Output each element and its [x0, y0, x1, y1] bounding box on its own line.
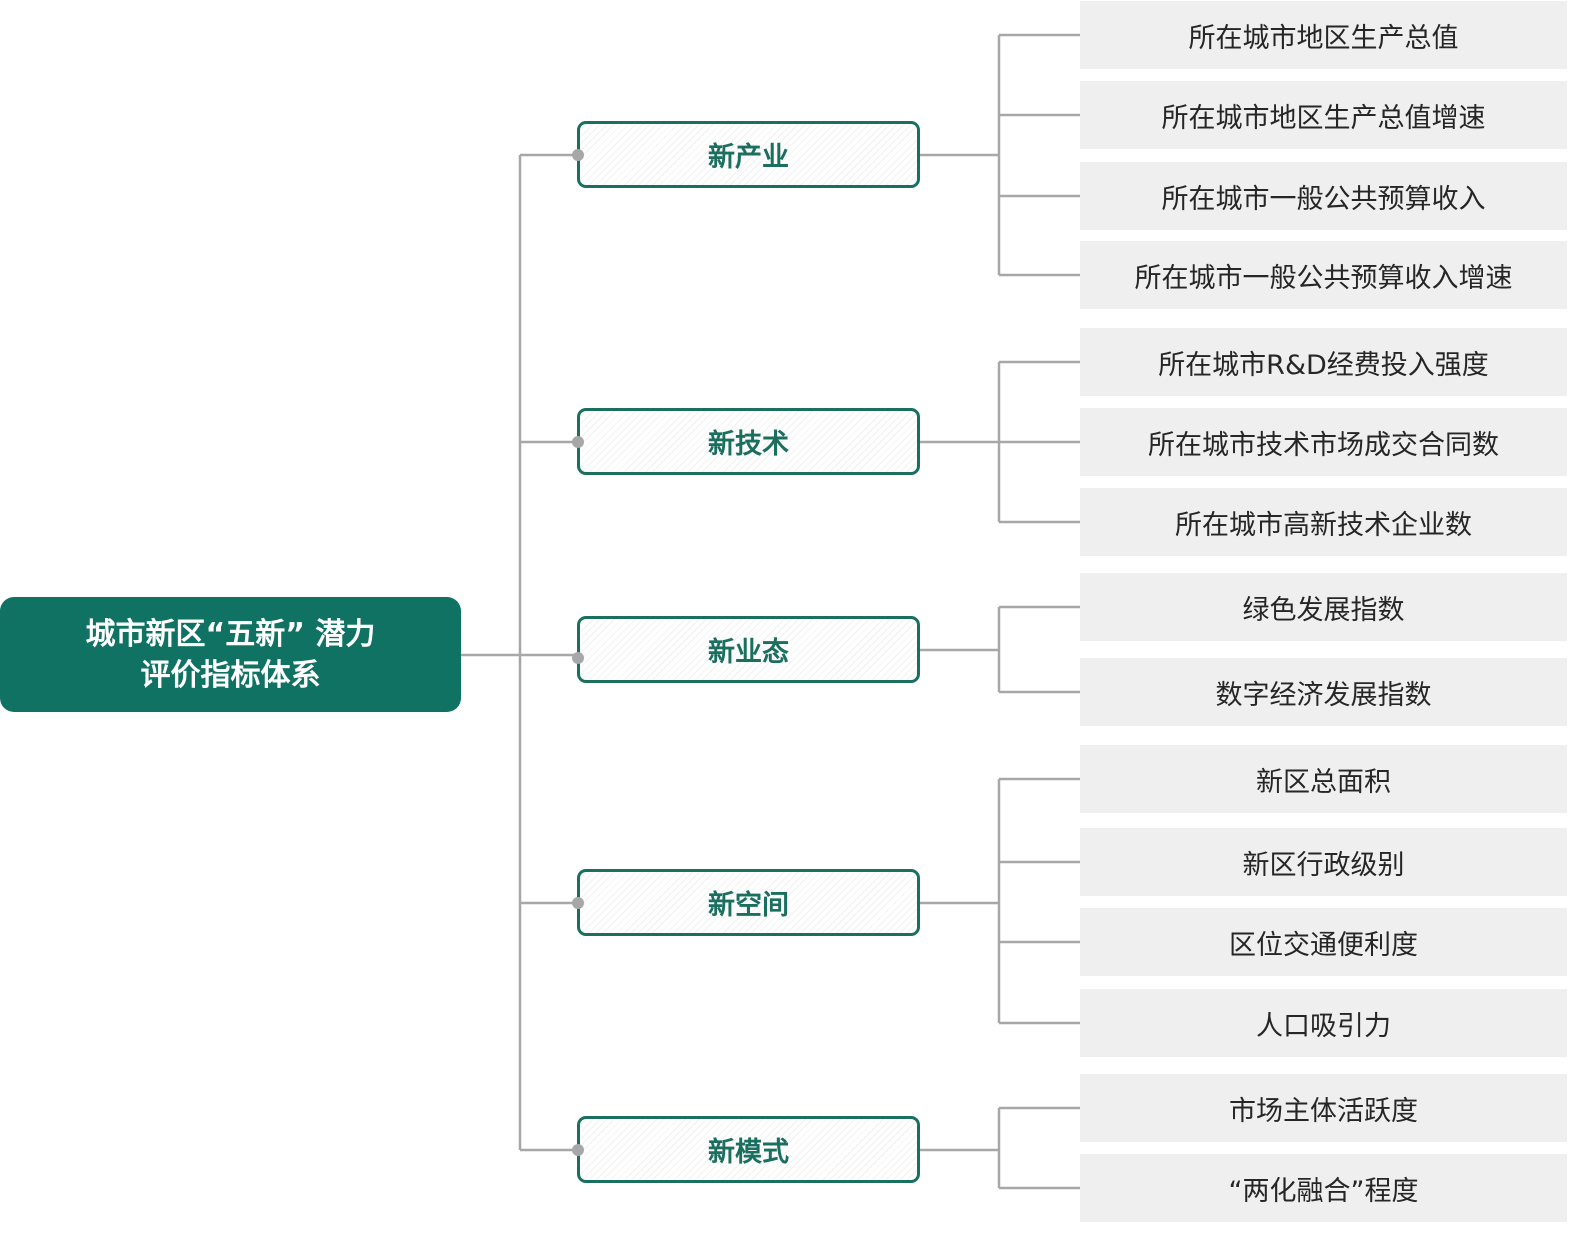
category-label: 新空间: [708, 890, 789, 921]
category-label: 新技术: [708, 429, 789, 460]
category-node-new-technology: 新技术: [572, 408, 920, 475]
indicator-box: 数字经济发展指数: [1080, 658, 1567, 726]
indicator-box: 所在城市高新技术企业数: [1080, 488, 1567, 556]
indicator-box: 新区总面积: [1080, 745, 1567, 813]
indicator-box: 所在城市地区生产总值增速: [1080, 81, 1567, 149]
indicator-label: 所在城市R&D经费投入强度: [1158, 349, 1489, 381]
indicator-label: 新区总面积: [1256, 766, 1391, 798]
indicator-box: 所在城市一般公共预算收入增速: [1080, 241, 1567, 309]
indicator-label: 所在城市一般公共预算收入: [1161, 183, 1486, 215]
indicator-box: “两化融合”程度: [1080, 1154, 1567, 1222]
indicator-label: 人口吸引力: [1256, 1010, 1391, 1042]
indicator-label: 区位交通便利度: [1229, 929, 1418, 961]
indicator-label: 数字经济发展指数: [1215, 679, 1432, 711]
indicator-box: 所在城市技术市场成交合同数: [1080, 408, 1567, 476]
category-node-new-industry: 新产业: [572, 121, 920, 188]
indicator-box: 区位交通便利度: [1080, 908, 1567, 976]
connector-dot: [572, 896, 584, 909]
root-node-title: 城市新区“五新” 潜力 评价指标体系: [86, 614, 376, 696]
category-label: 新模式: [708, 1137, 789, 1168]
indicator-label: 所在城市高新技术企业数: [1175, 509, 1472, 541]
root-title-line1: 城市新区“五新” 潜力: [85, 616, 376, 652]
indicator-box: 所在城市R&D经费投入强度: [1080, 328, 1567, 396]
root-node: 城市新区“五新” 潜力 评价指标体系: [0, 597, 461, 712]
connector-dot: [572, 148, 584, 161]
indicator-box: 所在城市地区生产总值: [1080, 1, 1567, 69]
indicator-label: 市场主体活跃度: [1229, 1095, 1418, 1127]
indicator-label: 所在城市一般公共预算收入增速: [1134, 262, 1513, 294]
root-title-line2: 评价指标体系: [140, 657, 321, 693]
indicator-label: 所在城市地区生产总值: [1188, 22, 1459, 54]
connector-dot: [572, 652, 584, 664]
category-node-new-model: 新模式: [572, 1116, 920, 1183]
indicator-box: 人口吸引力: [1080, 989, 1567, 1057]
connector-dot: [572, 1143, 584, 1156]
category-node-new-business-format: 新业态: [572, 616, 920, 683]
indicator-box: 市场主体活跃度: [1080, 1074, 1567, 1142]
category-label: 新产业: [708, 142, 789, 173]
category-label: 新业态: [708, 637, 789, 668]
indicator-box: 绿色发展指数: [1080, 573, 1567, 641]
indicator-box: 新区行政级别: [1080, 828, 1567, 896]
indicator-label: “两化融合”程度: [1228, 1175, 1419, 1207]
indicator-label: 所在城市地区生产总值增速: [1161, 102, 1486, 134]
connector-dot: [572, 435, 584, 448]
indicator-box: 所在城市一般公共预算收入: [1080, 162, 1567, 230]
indicator-label: 新区行政级别: [1242, 849, 1405, 881]
indicator-label: 所在城市技术市场成交合同数: [1148, 429, 1499, 461]
indicator-label: 绿色发展指数: [1242, 594, 1405, 626]
category-node-new-space: 新空间: [572, 869, 920, 936]
